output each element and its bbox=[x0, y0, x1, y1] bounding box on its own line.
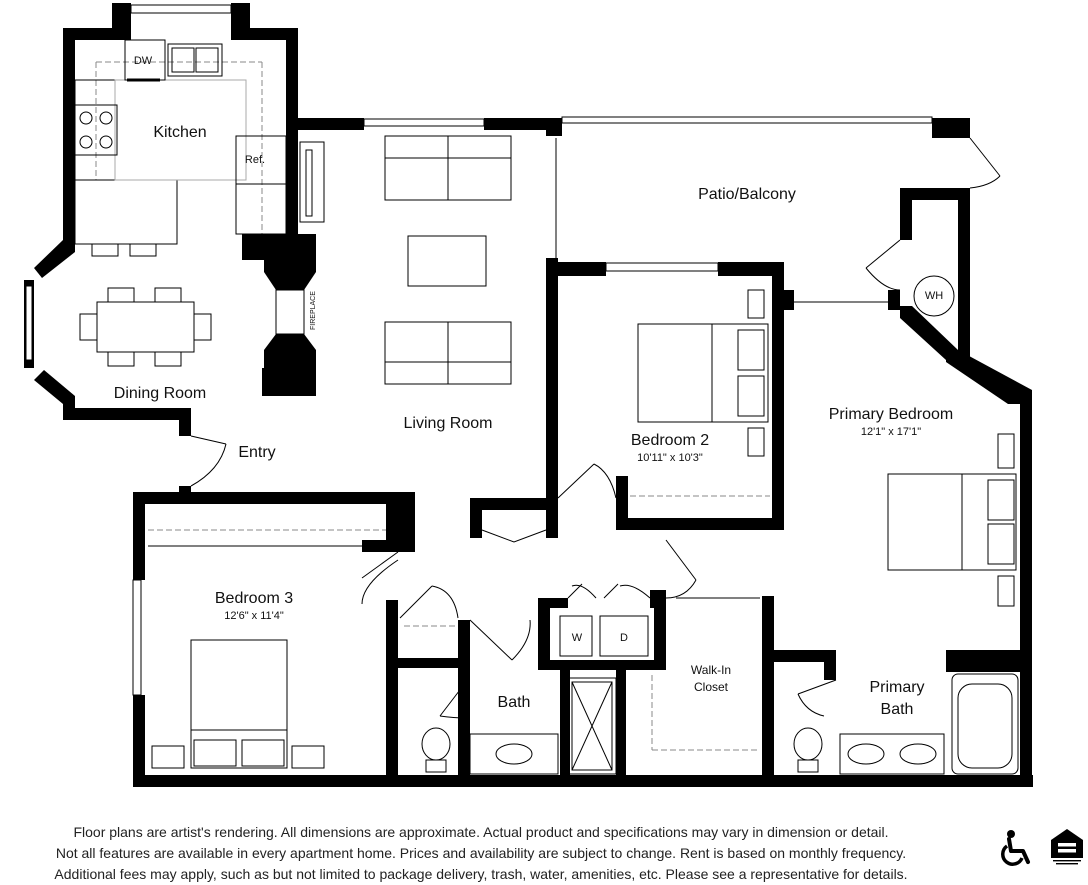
bath-fixtures bbox=[421, 615, 1019, 775]
primary-bath-line2: Bath bbox=[880, 701, 914, 718]
primary-bedroom-furniture bbox=[887, 275, 1017, 607]
living-room-label: Living Room bbox=[403, 415, 493, 432]
bedroom2-dimensions: 10'11" x 10'3" bbox=[637, 452, 703, 464]
bedroom3-label: Bedroom 3 bbox=[214, 590, 294, 607]
disclaimer-line2: Not all features are available in every … bbox=[55, 845, 907, 861]
closet-lines bbox=[95, 61, 770, 751]
dishwasher-label: DW bbox=[133, 55, 153, 67]
disclaimer: Floor plans are artist's rendering. All … bbox=[0, 822, 962, 885]
walk-in-closet-line1: Walk-In bbox=[690, 663, 732, 677]
wheelchair-accessibility-icon bbox=[1001, 830, 1030, 866]
disclaimer-line3: Additional fees may apply, such as but n… bbox=[54, 866, 908, 882]
primary-bedroom-dimensions: 12'1" x 17'1" bbox=[860, 426, 922, 438]
living-furniture bbox=[384, 135, 512, 385]
refrigerator-label: Ref. bbox=[244, 154, 266, 166]
primary-bath-line1: Primary bbox=[869, 679, 925, 696]
dryer-label: D bbox=[620, 632, 628, 644]
water-heater-label: WH bbox=[924, 290, 944, 302]
bath-label: Bath bbox=[497, 694, 531, 711]
walls bbox=[24, 3, 1033, 787]
disclaimer-line1: Floor plans are artist's rendering. All … bbox=[73, 824, 889, 840]
bedroom2-furniture bbox=[637, 289, 769, 457]
dining-room-label: Dining Room bbox=[113, 385, 207, 402]
kitchen-label: Kitchen bbox=[153, 124, 207, 141]
primary-bath-label: Primary Bath bbox=[869, 677, 924, 721]
walk-in-closet-line2: Closet bbox=[693, 680, 729, 694]
washer-label: W bbox=[571, 632, 583, 644]
kitchen-fixtures bbox=[74, 39, 325, 367]
windows bbox=[25, 4, 933, 696]
walk-in-closet-label: Walk-In Closet bbox=[691, 662, 731, 696]
bedroom3-dimensions: 12'6" x 11'4" bbox=[224, 610, 284, 622]
patio-balcony-label: Patio/Balcony bbox=[698, 186, 796, 203]
bedroom3-furniture bbox=[151, 639, 325, 769]
equal-housing-opportunity-icon bbox=[1051, 829, 1083, 865]
bedroom2-label: Bedroom 2 bbox=[630, 432, 710, 449]
floor-plan-drawing bbox=[24, 3, 1033, 787]
fireplace-label: FIREPLACE bbox=[310, 291, 317, 330]
primary-bedroom-label: Primary Bedroom bbox=[828, 406, 954, 423]
entry-label: Entry bbox=[238, 444, 276, 461]
doors bbox=[148, 137, 1001, 719]
